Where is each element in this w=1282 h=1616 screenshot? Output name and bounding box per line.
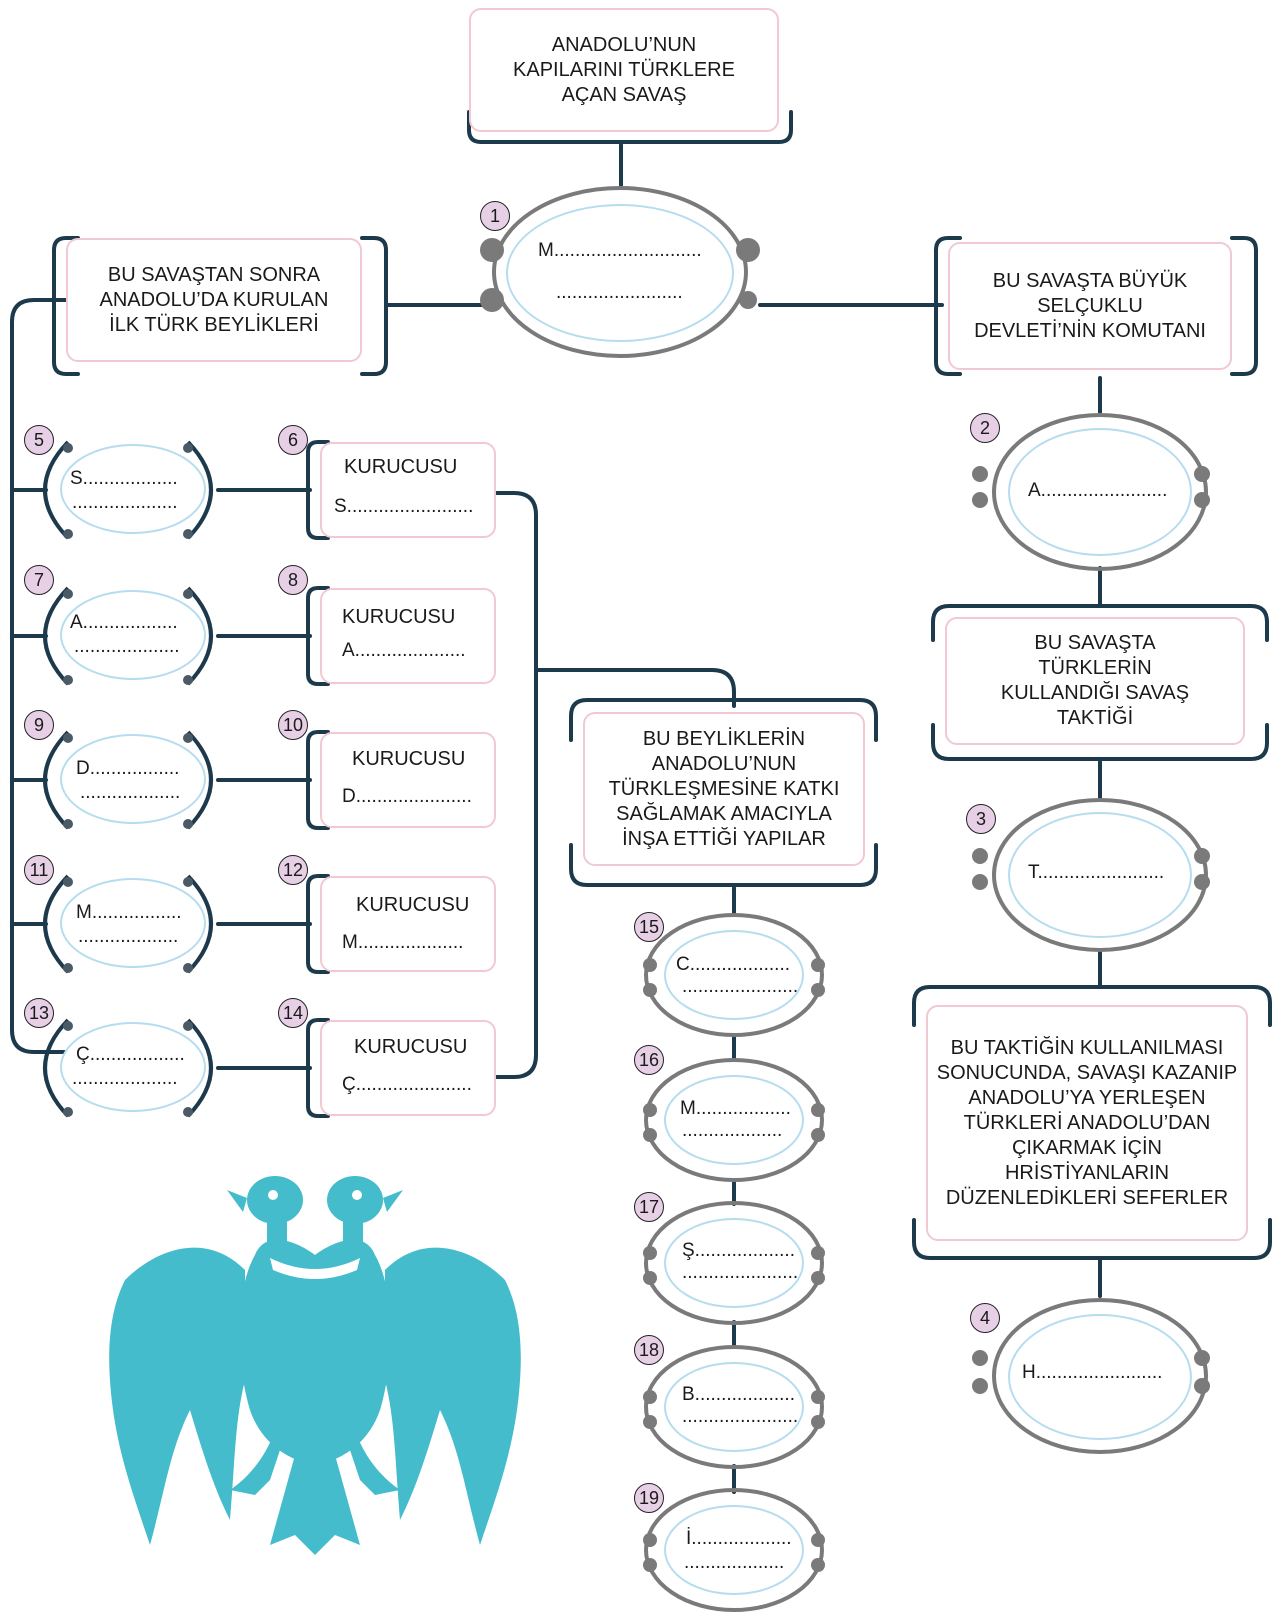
badge-12: 12 <box>278 855 308 885</box>
left-box: BU SAVAŞTAN SONRA ANADOLU’DA KURULAN İLK… <box>66 238 362 362</box>
blank-6[interactable]: S........................ <box>334 496 474 517</box>
blank-2[interactable]: A........................ <box>1028 480 1168 501</box>
blank-17b[interactable]: ...................... <box>682 1262 799 1283</box>
blank-15a[interactable]: C................... <box>676 954 791 975</box>
badge-3: 3 <box>966 804 996 834</box>
founder-box-14 <box>320 1020 496 1116</box>
blank-7a[interactable]: A.................. <box>70 612 178 633</box>
oval-19 <box>664 1505 804 1595</box>
oval-17 <box>664 1218 804 1308</box>
badge-2: 2 <box>970 413 1000 443</box>
blank-15b[interactable]: ...................... <box>682 976 799 997</box>
founder-box-12 <box>320 876 496 972</box>
blank-18a[interactable]: B................... <box>682 1384 795 1405</box>
blank-5b[interactable]: .................... <box>72 492 178 513</box>
blank-18b[interactable]: ...................... <box>682 1406 799 1427</box>
oval-4 <box>1008 1314 1192 1440</box>
blank-7b[interactable]: .................... <box>74 636 180 657</box>
blank-1a[interactable]: M............................ <box>538 240 702 261</box>
blank-9b[interactable]: ................... <box>80 782 181 803</box>
founder-label-10: KURUCUSU <box>352 748 466 770</box>
badge-10: 10 <box>278 710 308 740</box>
top-box: ANADOLU’NUN KAPILARINI TÜRKLERE AÇAN SAV… <box>469 8 779 132</box>
blank-1b[interactable]: ........................ <box>556 282 683 303</box>
blank-19b[interactable]: ................... <box>684 1552 785 1573</box>
right-box-crusades: BU TAKTİĞİN KULLANILMASI SONUCUNDA, SAVA… <box>926 1005 1248 1241</box>
blank-11b[interactable]: ................... <box>78 926 179 947</box>
oval-15 <box>664 930 804 1020</box>
oval-5 <box>60 444 206 534</box>
blank-4[interactable]: H........................ <box>1022 1362 1163 1383</box>
right-box-tactic: BU SAVAŞTA TÜRKLERİN KULLANDIĞI SAVAŞ TA… <box>945 617 1245 745</box>
right-box-commander: BU SAVAŞTA BÜYÜK SELÇUKLU DEVLETİ’NİN KO… <box>948 242 1232 370</box>
founder-box-6 <box>320 442 496 538</box>
badge-6: 6 <box>278 425 308 455</box>
oval-11 <box>60 878 206 968</box>
founder-box-8 <box>320 588 496 684</box>
double-headed-eagle-icon <box>109 1176 521 1555</box>
founder-label-12: KURUCUSU <box>356 894 470 916</box>
badge-18: 18 <box>634 1335 664 1365</box>
blank-10[interactable]: D...................... <box>342 786 472 807</box>
oval-2 <box>1008 428 1192 556</box>
blank-13a[interactable]: Ç.................. <box>76 1044 185 1065</box>
founder-label-14: KURUCUSU <box>354 1036 468 1058</box>
oval-13 <box>60 1022 206 1112</box>
oval-9 <box>60 734 206 824</box>
badge-7: 7 <box>24 565 54 595</box>
blank-13b[interactable]: .................... <box>72 1068 178 1089</box>
blank-14[interactable]: Ç...................... <box>342 1074 472 1095</box>
badge-11: 11 <box>24 855 54 885</box>
founder-label-6: KURUCUSU <box>344 456 458 478</box>
blank-16b[interactable]: ................... <box>682 1120 783 1141</box>
badge-17: 17 <box>634 1192 664 1222</box>
badge-13: 13 <box>24 998 54 1028</box>
founder-label-8: KURUCUSU <box>342 606 456 628</box>
blank-5a[interactable]: S.................. <box>70 468 178 489</box>
blank-19a[interactable]: İ................... <box>686 1528 792 1549</box>
badge-9: 9 <box>24 710 54 740</box>
blank-17a[interactable]: Ş................... <box>682 1240 795 1261</box>
badge-15: 15 <box>634 912 664 942</box>
blank-3[interactable]: T........................ <box>1028 862 1165 883</box>
badge-5: 5 <box>24 425 54 455</box>
oval-3 <box>1008 812 1192 938</box>
badge-14: 14 <box>278 998 308 1028</box>
oval-18 <box>664 1362 804 1452</box>
oval-1 <box>506 204 734 342</box>
blank-11a[interactable]: M................. <box>76 902 182 923</box>
blank-8[interactable]: A..................... <box>342 640 466 661</box>
badge-8: 8 <box>278 565 308 595</box>
badge-19: 19 <box>634 1483 664 1513</box>
middle-box-buildings: BU BEYLİKLERİN ANADOLU’NUN TÜRKLEŞMESİNE… <box>583 712 865 866</box>
badge-1: 1 <box>480 201 510 231</box>
blank-9a[interactable]: D................. <box>76 758 180 779</box>
badge-4: 4 <box>970 1303 1000 1333</box>
badge-16: 16 <box>634 1045 664 1075</box>
blank-16a[interactable]: M.................. <box>680 1098 791 1119</box>
oval-16 <box>664 1075 804 1165</box>
blank-12[interactable]: M.................... <box>342 932 464 953</box>
founder-box-10 <box>320 732 496 828</box>
oval-7 <box>60 590 206 680</box>
